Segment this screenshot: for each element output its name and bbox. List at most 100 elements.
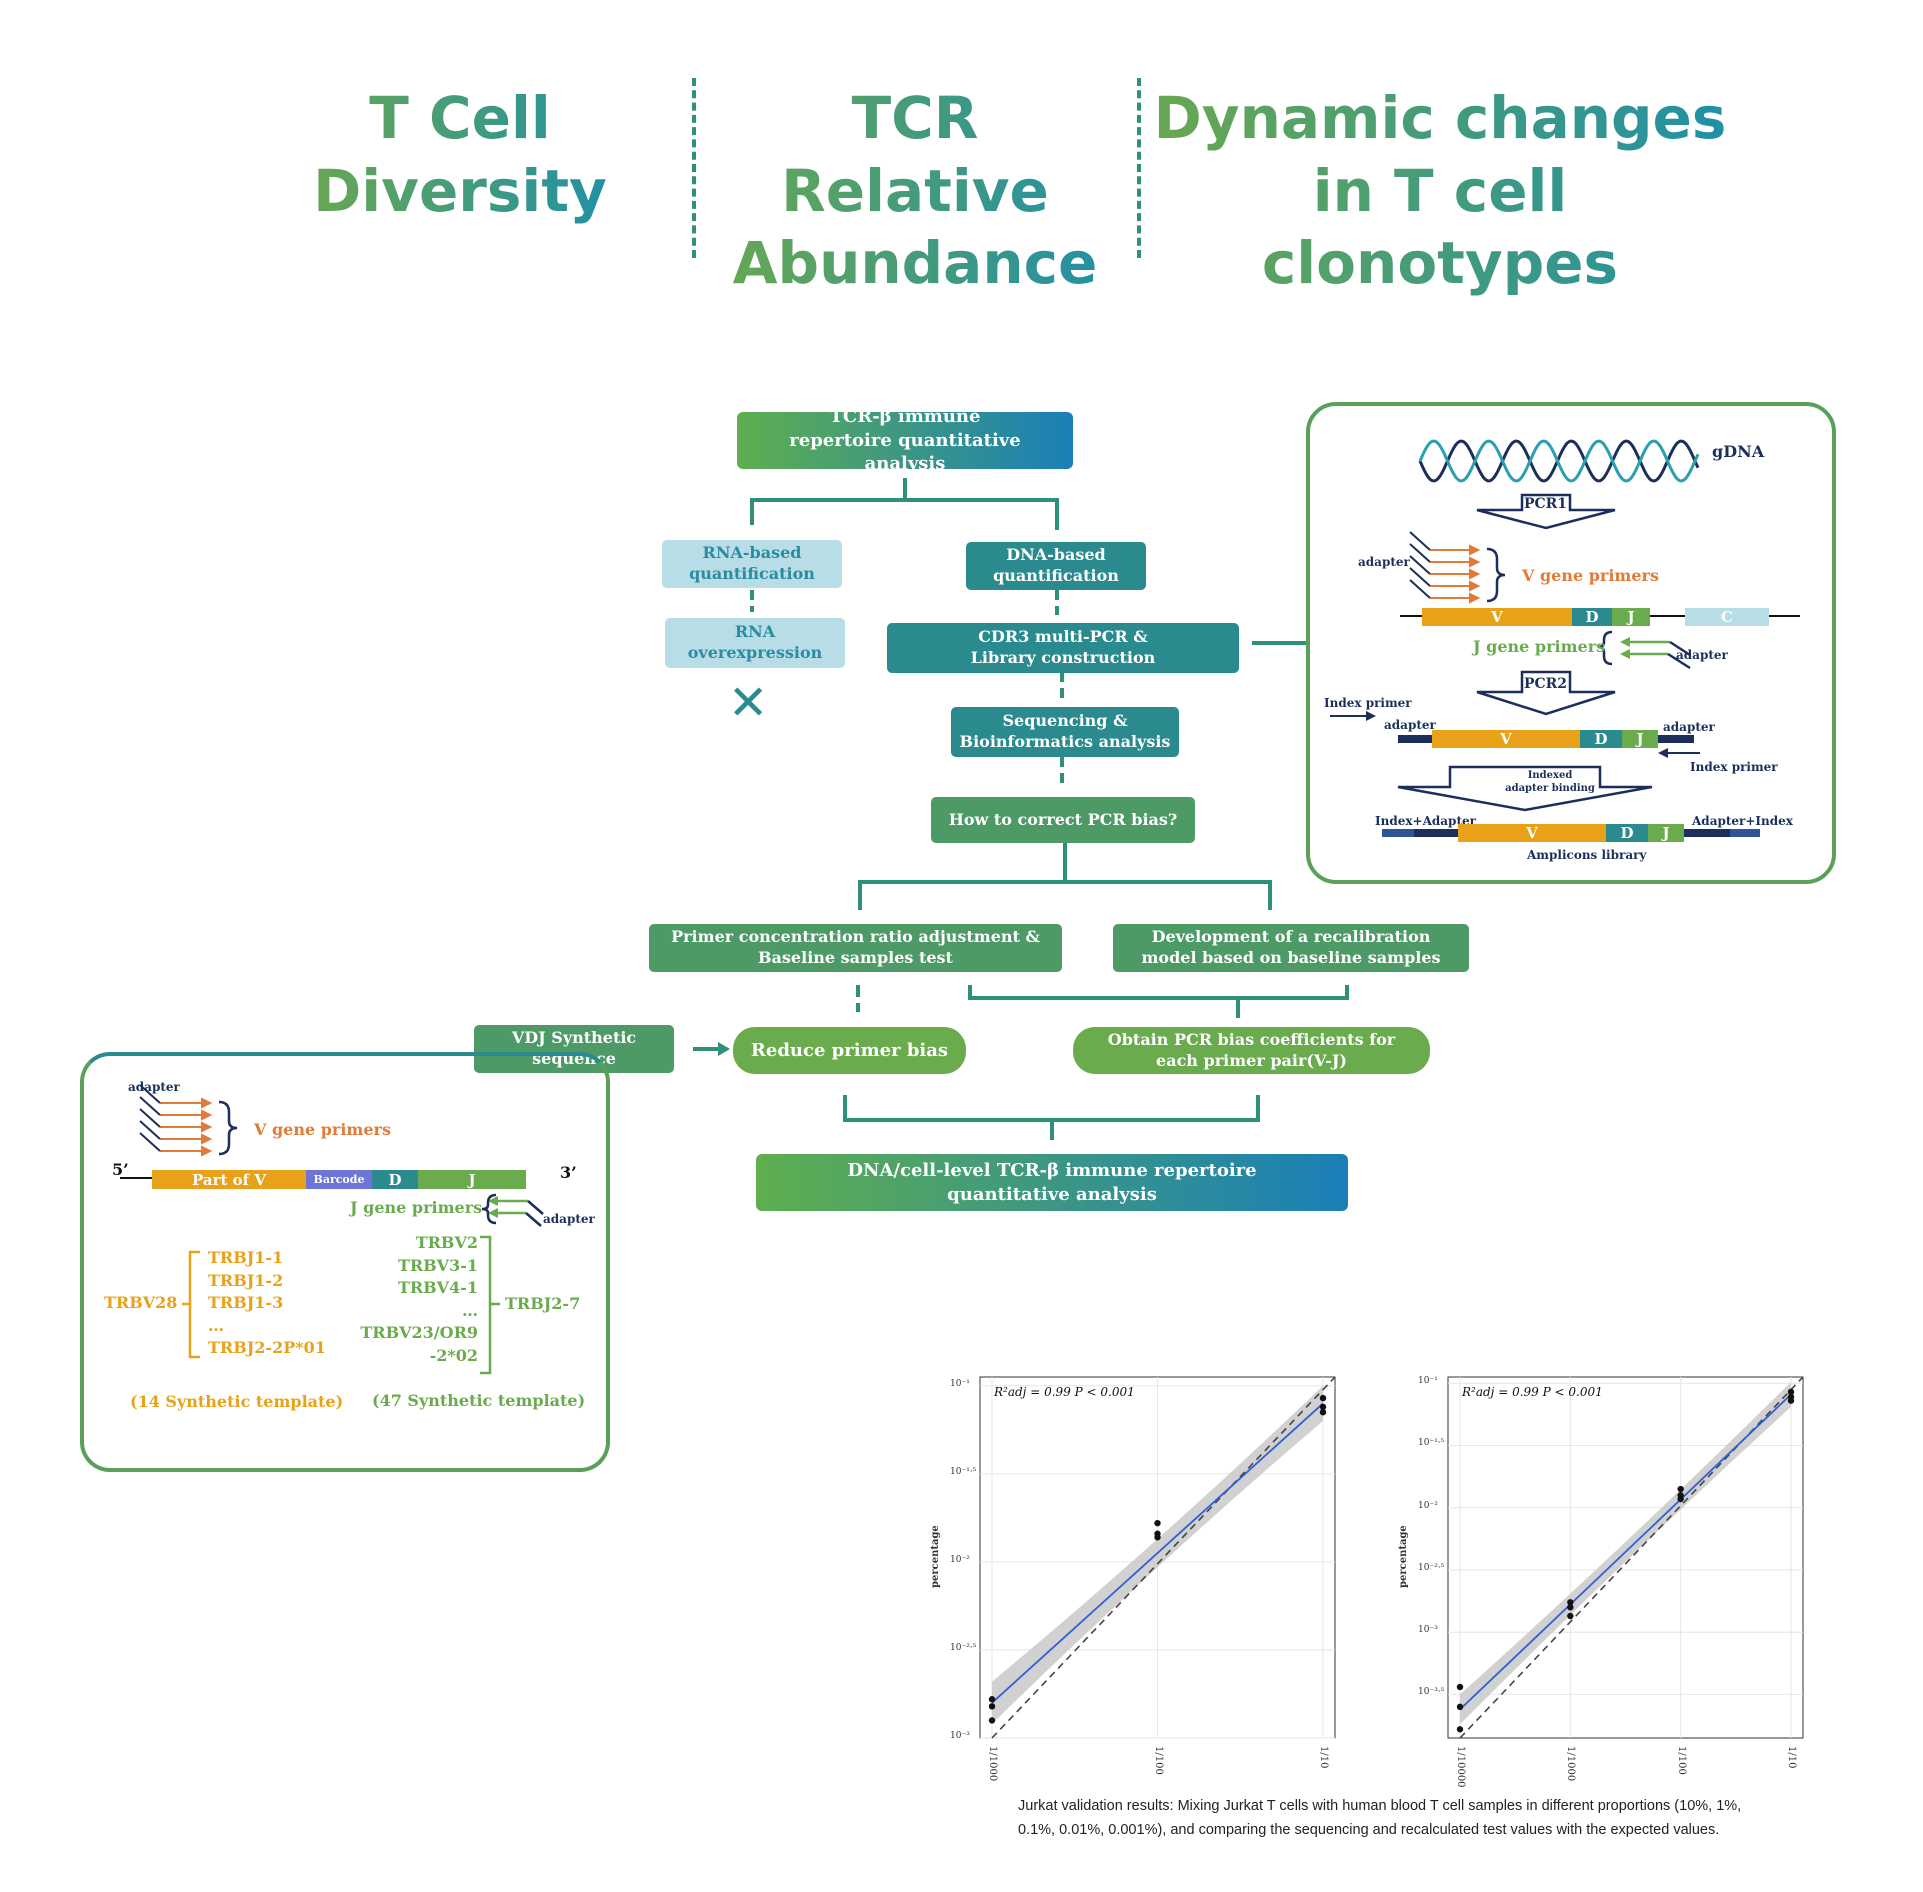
pcr2-v-segment: V [1432, 730, 1580, 748]
primer-adjust-box: Primer concentration ratio adjustment & … [649, 924, 1062, 972]
v-primer-brace-icon [1486, 547, 1506, 603]
bias-question-box: How to correct PCR bias? [931, 797, 1195, 843]
lib-adapter-left [1414, 829, 1458, 837]
flow-connectors [750, 478, 1349, 1140]
synth-j-segment: J [418, 1170, 526, 1189]
header-divider-2 [1137, 78, 1141, 258]
data-point [988, 1717, 996, 1724]
top-box: TCR-β immune repertoire quantitative ana… [737, 406, 1073, 474]
trbv28-bracket [182, 1250, 200, 1359]
x-tick-label: 1/100 [1675, 1746, 1687, 1775]
list-item: TRBJ1-1 [208, 1248, 284, 1267]
data-point [1567, 1612, 1574, 1620]
lib-adapter-right [1684, 829, 1730, 837]
trbj27-bracket [480, 1235, 500, 1375]
y-axis-label: percentage [930, 1524, 941, 1588]
synth-barcode-segment: Barcode [306, 1170, 372, 1189]
index-primer-left-label: Index primer [1324, 696, 1412, 710]
header-col2-line2: Abundance [732, 229, 1098, 297]
data-point [988, 1696, 996, 1703]
right-template-note: (47 Synthetic template) [372, 1391, 586, 1410]
gdna-helix-icon [1418, 439, 1700, 483]
y-tick-label: 10⁻³·⁵ [1418, 1687, 1445, 1698]
adapter-tail [1409, 531, 1431, 551]
y-tick-label: 10⁻¹·⁵ [950, 1466, 977, 1477]
fit-line [1459, 1393, 1792, 1711]
header-col2-line1: TCR Relative [781, 84, 1049, 225]
vdj-arrow [693, 1042, 730, 1056]
synth-d-segment: D [372, 1170, 418, 1189]
data-point [1319, 1394, 1327, 1402]
data-point [1677, 1495, 1684, 1503]
adapter-tail [1409, 555, 1431, 575]
synth-j-adapter-label: adapter [543, 1212, 595, 1226]
pcr1-label: PCR1 [1524, 496, 1568, 512]
header-tcr-abundance: TCR Relative Abundance [710, 82, 1120, 300]
lib-index-right [1730, 829, 1760, 837]
y-tick-label: 10⁻¹ [950, 1378, 970, 1389]
rna-quant-box: RNA-based quantification [662, 540, 842, 588]
pcr1-c-segment: C [1685, 608, 1769, 626]
header-col1-line2: Diversity [313, 156, 607, 225]
adapter-tail [139, 1096, 161, 1116]
stat-annotation: R²adj = 0.99 P < 0.001 [1462, 1385, 1603, 1399]
primer-arrowhead [201, 1097, 213, 1109]
data-point [1154, 1519, 1161, 1527]
stat-annotation: R²adj = 0.99 P < 0.001 [994, 1385, 1135, 1399]
x-tick-label: 1/1000 [1565, 1746, 1577, 1782]
pcr2-j-segment: J [1622, 730, 1658, 748]
adapter-index-label: Adapter+Index [1692, 814, 1793, 828]
data-point [1319, 1409, 1327, 1416]
synth-three-prime: 3’ [560, 1163, 577, 1182]
chart-1 [979, 1376, 1336, 1739]
y-tick-label: 10⁻³ [1418, 1625, 1438, 1636]
synth-j-primers-label: J gene primers [350, 1198, 483, 1217]
pcr2-adapter-left [1398, 735, 1432, 743]
fit-line [991, 1402, 1324, 1704]
pcr2-adapter-right-label: adapter [1663, 720, 1715, 734]
y-tick-label: 10⁻²·⁵ [1418, 1562, 1445, 1573]
y-axis-label: percentage [1398, 1524, 1409, 1588]
obtain-coefficients-pill: Obtain PCR bias coefficients for each pr… [1073, 1027, 1430, 1074]
primer-arrowhead [201, 1109, 213, 1121]
header-col3-line2: in T cell clonotypes [1261, 156, 1619, 297]
pcr-j-adapter-label: adapter [1676, 648, 1728, 662]
index-adapter-label: Index+Adapter [1375, 814, 1476, 828]
x-tick-label: 1/1000 [987, 1746, 998, 1782]
synth-v-primer-arrows-icon [139, 1084, 213, 1157]
pcr2-adapter-right [1658, 735, 1694, 743]
adapter-tail [1409, 579, 1431, 599]
adapter-tail [1409, 543, 1431, 563]
primer-arrowhead [201, 1121, 213, 1133]
list-item: -2*02 [429, 1345, 478, 1365]
adapter-tail [139, 1084, 161, 1104]
final-box: DNA/cell-level TCR-β immune repertoire q… [756, 1154, 1348, 1211]
y-tick-label: 10⁻³ [950, 1731, 970, 1741]
adapter-tail [139, 1132, 161, 1152]
dna-quant-box: DNA-based quantification [966, 542, 1146, 590]
trbv28-label: TRBV28 [104, 1293, 178, 1312]
confidence-band [992, 1385, 1323, 1724]
cdr3-box: CDR3 multi-PCR & Library construction [887, 623, 1239, 673]
data-point [1456, 1703, 1464, 1711]
identity-line [991, 1376, 1336, 1739]
lib-j-segment: J [1648, 824, 1684, 842]
pcr-v-primers-label: V gene primers [1522, 566, 1659, 585]
primer-arrowhead [201, 1145, 213, 1157]
amplicons-label: Amplicons library [1527, 848, 1647, 862]
list-item: … [208, 1315, 224, 1335]
list-item: TRBV2 [415, 1233, 478, 1252]
adapter-tail [139, 1108, 161, 1128]
seq-box: Sequencing & Bioinformatics analysis [951, 707, 1179, 757]
header-col3-line1: Dynamic changes [1153, 84, 1727, 152]
pcr1-j-segment: J [1612, 608, 1650, 626]
figure-caption: Jurkat validation results: Mixing Jurkat… [1018, 1798, 1742, 1838]
list-item: TRBV4-1 [397, 1278, 478, 1297]
synth-part-v-segment: Part of V [152, 1170, 306, 1189]
pcr-j-primers-label: J gene primers [1473, 637, 1606, 656]
v-primer-arrows-icon [1409, 531, 1481, 604]
synth-j-primer-arrows-icon [481, 1193, 544, 1227]
